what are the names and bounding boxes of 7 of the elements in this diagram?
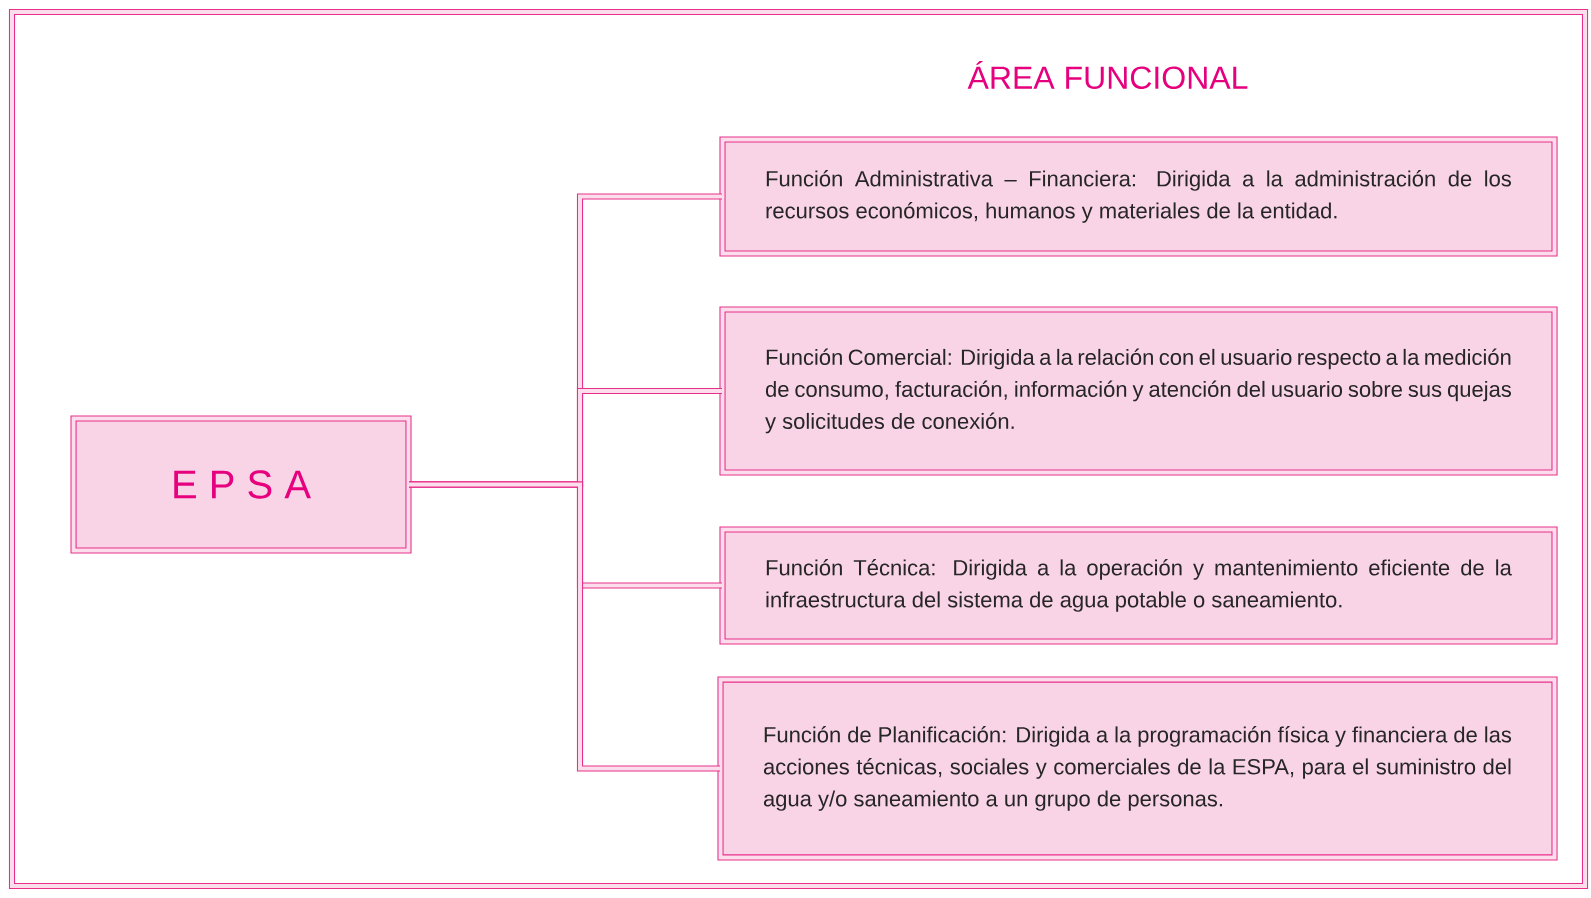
root-box: E P S A (70, 415, 412, 554)
function-box: Función de Planificación: Dirigida a la programación física y financiera de las acciones técnicas, sociales y comerciales de la ESPA, para el suministro del agua y/o saneamiento a un grupo de personas. (717, 676, 1558, 861)
function-box: Función Administrativa – Financiera: Dirigida a la administración de los recursos económicos, humanos y materiales de la entidad. (719, 136, 1558, 257)
connector (409, 481, 720, 772)
heading: ÁREA FUNCIONAL (967, 60, 1248, 90)
function-box: Función Técnica: Dirigida a la operación y mantenimiento eficiente de la infraestructura del sistema de agua potable o saneamiento. (719, 526, 1558, 645)
function-box: Función Comercial: Dirigida a la relación con el usuario respecto a la medición de consumo, facturación, información y atención del usuario sobre sus quejas y solicitudes de conexión. (719, 306, 1558, 476)
